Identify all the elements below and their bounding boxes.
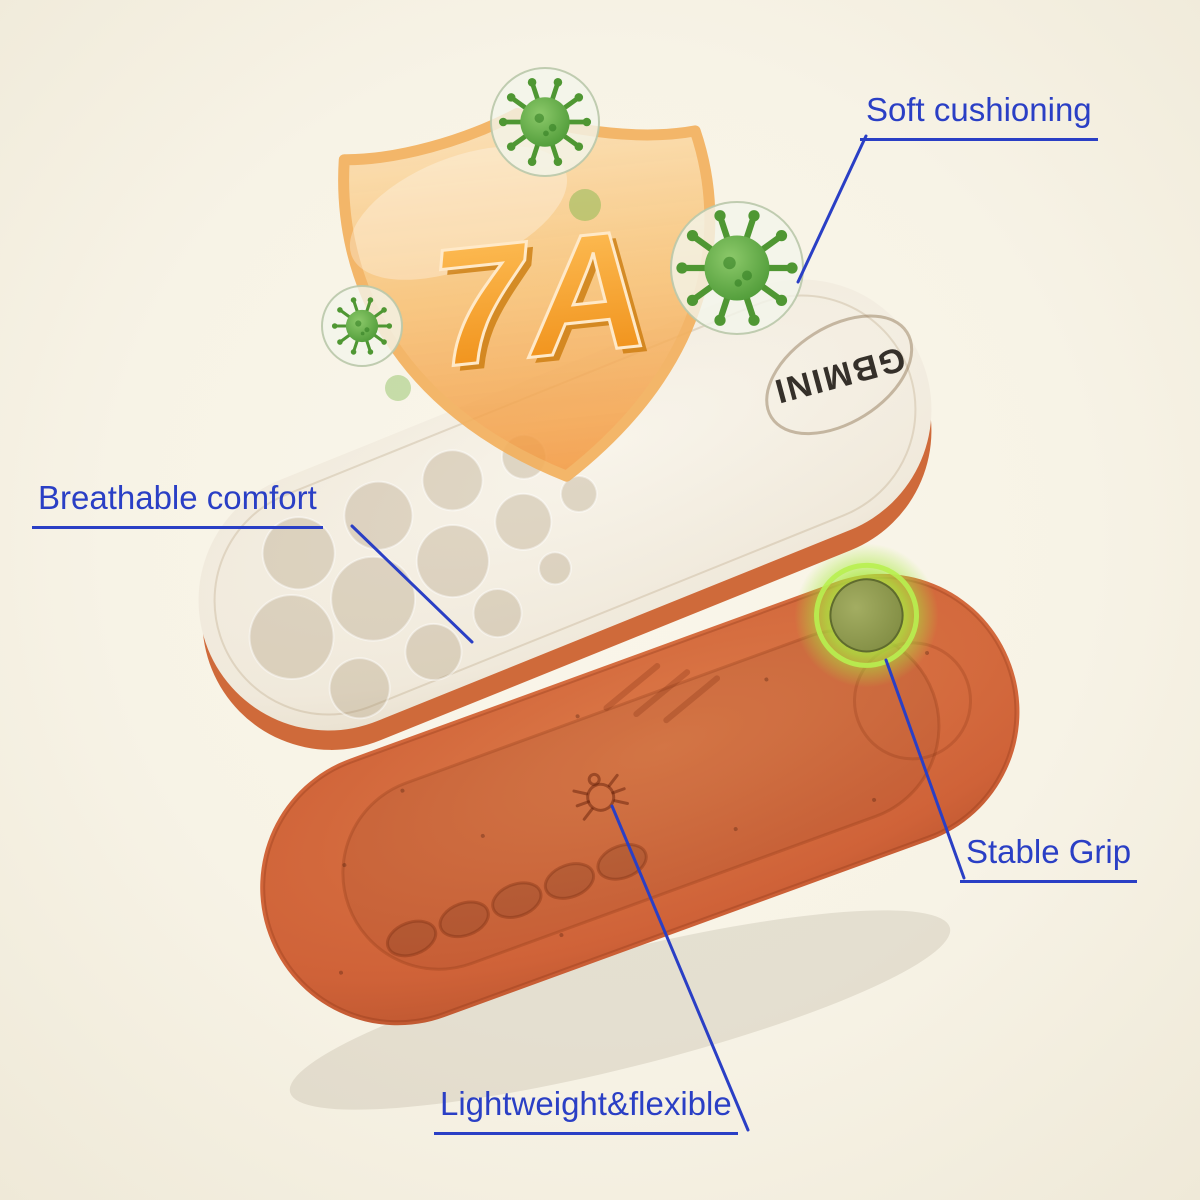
line-stable-grip xyxy=(884,658,966,880)
top-insole: GBMINI xyxy=(198,279,932,750)
breathable-dimples xyxy=(248,433,598,720)
callout-label: Lightweight&flexible xyxy=(440,1085,732,1122)
ground-shadow xyxy=(289,910,951,1110)
line-breathable-comfort xyxy=(350,524,474,644)
shield-badge: 7A 7A xyxy=(338,107,716,482)
line-lightweight-flexible xyxy=(610,804,750,1132)
callout-label: Breathable comfort xyxy=(38,479,317,516)
footbed-emboss xyxy=(341,628,941,971)
callout-lightweight-flexible: Lightweight&flexible xyxy=(434,1084,738,1135)
toe-ovals-emboss xyxy=(385,843,648,958)
badge-text: 7A xyxy=(423,193,656,402)
grip-magnet xyxy=(794,543,939,688)
germ-icons xyxy=(321,67,804,401)
callout-soft-cushioning: Soft cushioning xyxy=(860,90,1098,141)
line-soft-cushioning xyxy=(796,134,868,284)
arch-ribs xyxy=(603,663,721,724)
callout-label: Stable Grip xyxy=(966,833,1132,870)
bottom-insole xyxy=(260,543,1020,1026)
callout-label: Soft cushioning xyxy=(866,91,1092,128)
callout-lines xyxy=(350,134,966,1132)
callout-stable-grip: Stable Grip xyxy=(960,832,1138,883)
bug-icon xyxy=(572,772,629,821)
germ-blob xyxy=(569,189,601,221)
svg-text:7A: 7A xyxy=(430,199,663,408)
callout-breathable-comfort: Breathable comfort xyxy=(32,478,323,529)
germ-blob xyxy=(385,375,411,401)
